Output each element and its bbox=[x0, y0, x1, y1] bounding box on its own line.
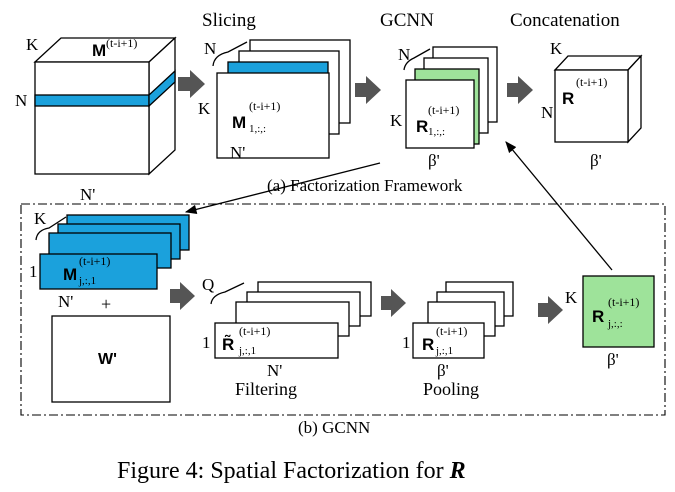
concat-cube bbox=[553, 54, 643, 144]
svg-text:j,:,1: j,:,1 bbox=[238, 345, 256, 357]
tensor-slice-band bbox=[34, 94, 150, 107]
pooling-beta-label: β' bbox=[437, 361, 449, 380]
svg-text:(t-i+1): (t-i+1) bbox=[576, 75, 607, 89]
figure-caption-prefix: Figure 4: Spatial Factorization for bbox=[117, 458, 450, 484]
svg-text:(t-i+1): (t-i+1) bbox=[79, 254, 110, 268]
tensor-cube bbox=[33, 36, 177, 176]
filtering-q-label: Q bbox=[202, 275, 214, 294]
arrow-result bbox=[538, 296, 563, 324]
input-stack bbox=[39, 214, 190, 290]
svg-text:j,:,:: j,:,: bbox=[607, 318, 623, 330]
svg-text:M: M bbox=[63, 265, 77, 284]
filtering-stack bbox=[214, 281, 372, 359]
svg-text:(t-i+1): (t-i+1) bbox=[436, 324, 467, 338]
gcnn-output-label: R (t-i+1) 1,:,: bbox=[416, 103, 459, 138]
svg-text:1,:,:: 1,:,: bbox=[428, 126, 445, 138]
pooling-label: Pooling bbox=[423, 379, 479, 399]
filtering-brace bbox=[210, 282, 245, 305]
svg-text:R: R bbox=[422, 335, 434, 354]
svg-text:(t-i+1): (t-i+1) bbox=[428, 103, 459, 117]
tensor-n-label: N bbox=[15, 91, 27, 110]
arrow-slicing bbox=[178, 70, 205, 98]
pooling-label-math: R (t-i+1) j,:,1 bbox=[422, 324, 467, 357]
figure-caption: Figure 4: Spatial Factorization for R bbox=[117, 458, 466, 484]
filtering-label-math: R̃ (t-i+1) j,:,1 bbox=[222, 324, 270, 357]
input-nprime-label: N' bbox=[58, 292, 73, 311]
plus-sign: + bbox=[101, 294, 111, 314]
svg-text:(t-i+1): (t-i+1) bbox=[608, 295, 639, 309]
result-k-label: K bbox=[565, 288, 578, 307]
input-label: M (t-i+1) j,:,1 bbox=[63, 254, 110, 287]
concat-n-label: N bbox=[541, 103, 553, 122]
filtering-label: Filtering bbox=[235, 379, 297, 399]
svg-text:R̃: R̃ bbox=[222, 334, 234, 354]
slices-nprime-label: N' bbox=[230, 143, 245, 162]
tensor-nprime-label: N' bbox=[80, 185, 95, 204]
concat-label: R (t-i+1) bbox=[562, 75, 607, 108]
gcnn-n-label: N bbox=[398, 45, 410, 64]
filtering-one-label: 1 bbox=[202, 333, 211, 352]
input-brace bbox=[35, 216, 67, 241]
result-box bbox=[582, 275, 655, 348]
gcnn-k-label: K bbox=[390, 111, 403, 130]
header-concatenation: Concatenation bbox=[510, 10, 620, 31]
slices-k-label: N bbox=[204, 39, 216, 58]
connector-result-to-gcnn bbox=[505, 141, 613, 271]
svg-text:R: R bbox=[416, 117, 428, 136]
gcnn-output-stack bbox=[405, 46, 498, 149]
slice-stack bbox=[216, 39, 351, 159]
svg-text:(t-i+1): (t-i+1) bbox=[106, 36, 137, 50]
svg-text:R: R bbox=[592, 307, 604, 326]
connector-to-gcnn-detail bbox=[184, 162, 381, 214]
figure-caption-symbol: R bbox=[449, 458, 466, 484]
caption-b: (b) GCNN bbox=[298, 418, 370, 437]
filtering-nprime-label: N' bbox=[267, 361, 282, 380]
svg-text:j,:,1: j,:,1 bbox=[78, 275, 96, 287]
svg-text:1,:,:: 1,:,: bbox=[249, 123, 266, 135]
weight-box bbox=[51, 315, 171, 403]
input-k-label: K bbox=[34, 209, 47, 228]
slices-label: M (t-i+1) 1,:,: bbox=[232, 99, 280, 135]
svg-text:j,:,1: j,:,1 bbox=[435, 345, 453, 357]
gcnn-detail-frame bbox=[20, 203, 666, 416]
caption-a: (a) Factorization Framework bbox=[267, 176, 463, 195]
input-one-label: 1 bbox=[29, 262, 38, 281]
pooling-one-label: 1 bbox=[402, 333, 411, 352]
arrow-concat bbox=[507, 76, 533, 104]
svg-text:M: M bbox=[232, 113, 246, 132]
tensor-label: M (t-i+1) bbox=[92, 36, 137, 60]
header-slicing: Slicing bbox=[202, 10, 256, 31]
svg-text:(t-i+1): (t-i+1) bbox=[249, 99, 280, 113]
weight-label: W' bbox=[98, 351, 117, 368]
concat-beta-label: β' bbox=[590, 151, 602, 170]
svg-text:(t-i+1): (t-i+1) bbox=[239, 324, 270, 338]
tensor-k-label: K bbox=[26, 35, 39, 54]
arrow-gcnn bbox=[355, 76, 381, 104]
svg-text:R: R bbox=[562, 89, 574, 108]
pooling-stack bbox=[412, 281, 514, 359]
gcnn-beta-label: β' bbox=[428, 151, 440, 170]
slices-n-label: K bbox=[198, 99, 211, 118]
concat-k-label: K bbox=[550, 39, 563, 58]
gcnn-brace bbox=[403, 48, 431, 71]
arrow-filtering bbox=[170, 282, 195, 310]
svg-text:M: M bbox=[92, 41, 106, 60]
result-beta-label: β' bbox=[607, 350, 619, 369]
arrow-pooling bbox=[381, 289, 406, 317]
result-label: R (t-i+1) j,:,: bbox=[592, 295, 639, 330]
header-gcnn: GCNN bbox=[380, 10, 434, 31]
slices-brace bbox=[212, 41, 248, 67]
